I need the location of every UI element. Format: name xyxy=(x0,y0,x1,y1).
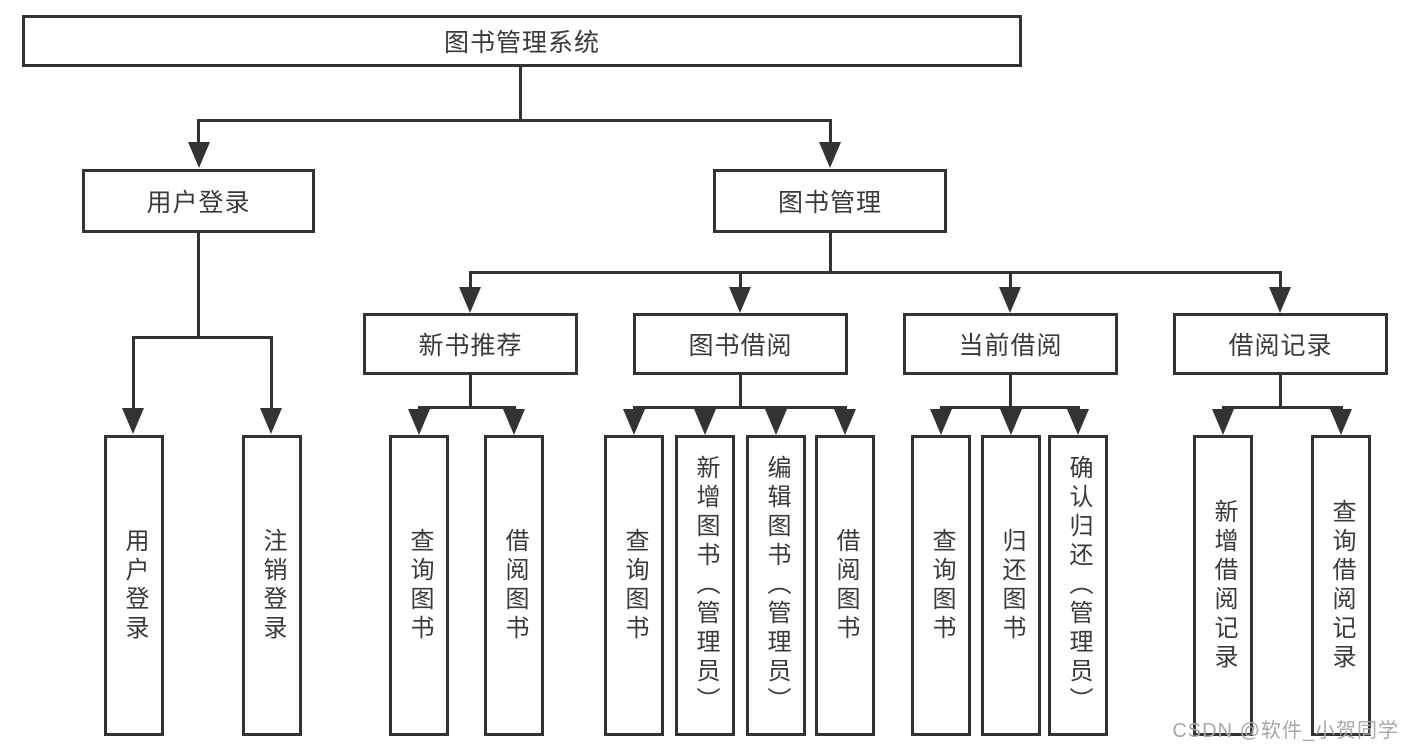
connector-root-drop-right xyxy=(829,119,832,146)
arrow-down-icon xyxy=(819,142,841,168)
leaf-borrow-books-recommend-label: 借阅图书 xyxy=(501,527,528,644)
arrow-down-icon xyxy=(623,409,645,435)
leaf-query-borrow-record: 查询借阅记录 xyxy=(1311,435,1371,736)
connector-new-book-split xyxy=(418,406,516,409)
node-user-login-label: 用户登录 xyxy=(146,189,251,217)
node-book-management-label: 图书管理 xyxy=(777,189,882,217)
leaf-query-borrow-record-label: 查询借阅记录 xyxy=(1328,498,1355,673)
leaf-query-books-current: 查询图书 xyxy=(911,435,971,736)
connector-current-borrow-stem xyxy=(1009,375,1012,408)
connector-root-split xyxy=(198,119,831,122)
leaf-return-books: 归还图书 xyxy=(981,435,1041,736)
leaf-add-borrow-record-label: 新增借阅记录 xyxy=(1210,498,1237,673)
arrow-down-icon xyxy=(1269,287,1291,313)
node-root-label: 图书管理系统 xyxy=(443,29,600,57)
arrow-down-icon xyxy=(122,408,144,434)
arrow-down-icon xyxy=(408,409,430,435)
connector-user-login-drop-2 xyxy=(270,336,273,412)
arrow-down-icon xyxy=(999,287,1021,313)
leaf-borrow-books-label: 借阅图书 xyxy=(832,527,859,644)
connector-book-mgmt-drop-3 xyxy=(1009,271,1012,291)
leaf-borrow-books-recommend: 借阅图书 xyxy=(484,435,544,736)
leaf-user-login-label: 用户登录 xyxy=(121,527,148,644)
connector-user-login-split xyxy=(132,336,273,339)
connector-book-mgmt-split xyxy=(469,271,1281,274)
connector-user-login-drop-1 xyxy=(132,336,135,412)
leaf-query-books-borrow-label: 查询图书 xyxy=(621,527,648,644)
arrow-down-icon xyxy=(729,287,751,313)
arrow-down-icon xyxy=(1000,409,1022,435)
leaf-user-login: 用户登录 xyxy=(104,435,164,736)
node-user-login: 用户登录 xyxy=(82,169,315,233)
leaf-edit-books-admin-label: 编辑图书（管理员） xyxy=(763,455,790,716)
leaf-edit-books-admin: 编辑图书（管理员） xyxy=(746,435,806,736)
node-current-borrow-label: 当前借阅 xyxy=(958,332,1063,360)
connector-root-stem xyxy=(519,66,522,121)
leaf-query-books-borrow: 查询图书 xyxy=(604,435,664,736)
leaf-query-books-current-label: 查询图书 xyxy=(928,527,955,644)
node-book-management: 图书管理 xyxy=(713,169,947,233)
connector-book-mgmt-drop-1 xyxy=(469,271,472,291)
leaf-query-books-recommend: 查询图书 xyxy=(389,435,449,736)
leaf-borrow-books: 借阅图书 xyxy=(815,435,875,736)
arrow-down-icon xyxy=(930,409,952,435)
node-borrow-records: 借阅记录 xyxy=(1173,313,1388,375)
leaf-add-books-admin-label: 新增图书（管理员） xyxy=(692,455,719,716)
connector-book-mgmt-drop-2 xyxy=(739,271,742,291)
node-current-borrow: 当前借阅 xyxy=(903,313,1118,375)
node-book-borrow: 图书借阅 xyxy=(633,313,848,375)
arrow-down-icon xyxy=(260,408,282,434)
leaf-confirm-return-admin: 确认归还（管理员） xyxy=(1048,435,1108,736)
node-book-borrow-label: 图书借阅 xyxy=(688,332,793,360)
connector-book-borrow-split xyxy=(633,406,846,409)
leaf-query-books-recommend-label: 查询图书 xyxy=(406,527,433,644)
node-borrow-records-label: 借阅记录 xyxy=(1228,332,1333,360)
node-new-book-recommend: 新书推荐 xyxy=(363,313,578,375)
arrow-down-icon xyxy=(765,409,787,435)
arrow-down-icon xyxy=(834,409,856,435)
arrow-down-icon xyxy=(459,287,481,313)
connector-new-book-stem xyxy=(469,375,472,408)
leaf-confirm-return-admin-label: 确认归还（管理员） xyxy=(1065,455,1092,716)
arrow-down-icon xyxy=(1212,409,1234,435)
arrow-down-icon xyxy=(188,142,210,168)
leaf-logout: 注销登录 xyxy=(242,435,302,736)
leaf-logout-label: 注销登录 xyxy=(259,527,286,644)
leaf-return-books-label: 归还图书 xyxy=(998,527,1025,644)
connector-borrow-records-stem xyxy=(1279,375,1282,408)
connector-root-drop-left xyxy=(197,119,200,146)
node-new-book-recommend-label: 新书推荐 xyxy=(418,332,523,360)
connector-book-borrow-stem xyxy=(739,375,742,408)
arrow-down-icon xyxy=(503,409,525,435)
arrow-down-icon xyxy=(1067,409,1089,435)
arrow-down-icon xyxy=(1330,409,1352,435)
connector-book-mgmt-drop-4 xyxy=(1279,271,1282,291)
csdn-watermark: CSDN @软件_小贺同学 xyxy=(1172,720,1399,742)
leaf-add-books-admin: 新增图书（管理员） xyxy=(675,435,735,736)
arrow-down-icon xyxy=(694,409,716,435)
leaf-add-borrow-record: 新增借阅记录 xyxy=(1193,435,1253,736)
connector-user-login-stem xyxy=(197,233,200,338)
connector-borrow-records-split xyxy=(1222,406,1343,409)
connector-book-mgmt-stem xyxy=(829,233,832,273)
node-root: 图书管理系统 xyxy=(22,15,1022,67)
